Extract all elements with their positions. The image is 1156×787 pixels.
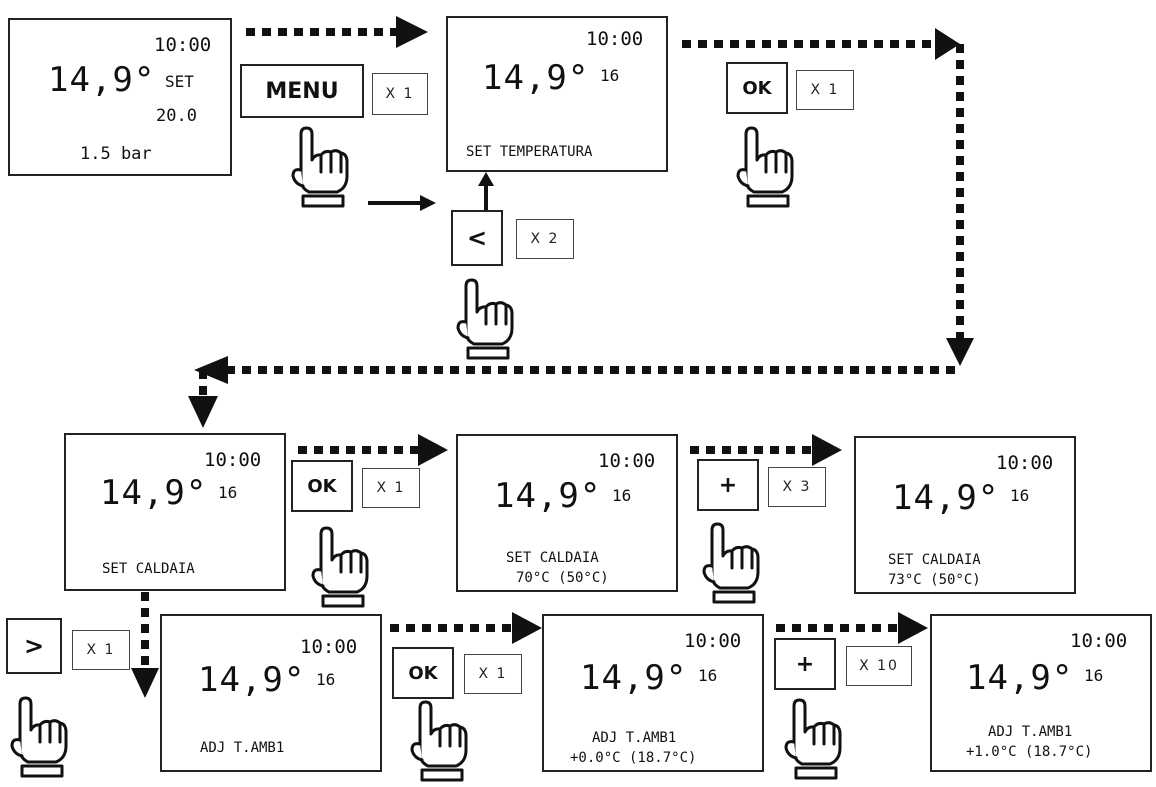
set-value: 16 (600, 66, 620, 85)
press-count: X 1 (372, 73, 428, 115)
clock-text: 10:00 (1070, 630, 1128, 652)
arrowhead-right (396, 16, 428, 48)
ok-button[interactable]: OK (726, 62, 788, 114)
caldaia-temperature-readout: 70°C (50°C) (516, 570, 609, 586)
display-screen-set-temperatura: 10:00 14,9° 16 SET TEMPERATURA (446, 16, 668, 172)
room-temperature: 14,9° (966, 658, 1074, 698)
set-value: 16 (1010, 486, 1030, 505)
mode-label: ADJ T.AMB1 (200, 740, 285, 756)
set-value: 16 (698, 666, 718, 685)
press-count: X 1 (362, 468, 420, 508)
arrowhead-up (478, 172, 494, 186)
left-arrow-button[interactable]: < (451, 210, 503, 266)
pointing-hand-icon (410, 700, 468, 782)
ok-button[interactable]: OK (291, 460, 353, 512)
press-count: X 1 (464, 654, 522, 694)
arrowhead-right (418, 434, 448, 466)
clock-text: 10:00 (154, 34, 212, 56)
pointing-hand-icon (311, 526, 369, 608)
set-label: SET (165, 72, 194, 91)
caldaia-temperature-readout: 73°C (50°C) (888, 572, 981, 588)
mode-label: SET CALDAIA (888, 552, 981, 568)
ok-button[interactable]: OK (392, 647, 454, 699)
room-temperature: 14,9° (100, 473, 208, 513)
mode-label: ADJ T.AMB1 (988, 724, 1073, 740)
press-count: X 1 (72, 630, 130, 670)
pointing-hand-icon (291, 126, 349, 208)
clock-text: 10:00 (300, 636, 358, 658)
arrowhead-right (512, 612, 542, 644)
plus-button[interactable]: + (774, 638, 836, 690)
display-screen-adj-tamb1-0: 10:00 14,9° 16 ADJ T.AMB1 +0.0°C (18.7°C… (542, 614, 764, 772)
room-temperature: 14,9° (48, 60, 156, 100)
room-temperature: 14,9° (892, 478, 1000, 518)
press-count: X 10 (846, 646, 912, 686)
room-temperature: 14,9° (482, 58, 590, 98)
set-value: 16 (316, 670, 336, 689)
mode-label: SET CALDAIA (506, 550, 599, 566)
arrowhead-right (898, 612, 928, 644)
clock-text: 10:00 (684, 630, 742, 652)
display-screen-adj-tamb1: 10:00 14,9° 16 ADJ T.AMB1 (160, 614, 382, 772)
plus-button[interactable]: + (697, 459, 759, 511)
clock-text: 10:00 (204, 449, 262, 471)
arrowhead-right (812, 434, 842, 466)
set-value: 16 (612, 486, 632, 505)
set-value: 16 (1084, 666, 1104, 685)
arrowhead-left (194, 356, 228, 384)
pointing-hand-icon (10, 696, 68, 778)
room-temperature: 14,9° (494, 476, 602, 516)
pointing-hand-icon (784, 698, 842, 780)
room-temperature: 14,9° (580, 658, 688, 698)
clock-text: 10:00 (586, 28, 644, 50)
pointing-hand-icon (702, 522, 760, 604)
arrowhead-down (946, 338, 974, 366)
arrowhead-right (935, 28, 960, 60)
press-count: X 3 (768, 467, 826, 507)
mode-label: SET CALDAIA (102, 561, 195, 577)
display-screen-set-caldaia-73: 10:00 14,9° 16 SET CALDAIA 73°C (50°C) (854, 436, 1076, 594)
mode-label: SET TEMPERATURA (466, 144, 593, 160)
arrowhead-right (420, 195, 436, 211)
display-screen-home: 10:00 14,9° SET 20.0 1.5 bar (8, 18, 232, 176)
clock-text: 10:00 (996, 452, 1054, 474)
clock-text: 10:00 (598, 450, 656, 472)
offset-readout: +0.0°C (18.7°C) (570, 750, 697, 766)
arrowhead-down (131, 668, 159, 698)
press-count: X 1 (796, 70, 854, 110)
display-screen-adj-tamb1-1: 10:00 14,9° 16 ADJ T.AMB1 +1.0°C (18.7°C… (930, 614, 1152, 772)
set-value: 16 (218, 483, 238, 502)
pressure-readout: 1.5 bar (80, 144, 152, 164)
arrowhead-down (188, 396, 218, 428)
display-screen-set-caldaia-70: 10:00 14,9° 16 SET CALDAIA 70°C (50°C) (456, 434, 678, 592)
mode-label: ADJ T.AMB1 (592, 730, 677, 746)
display-screen-set-caldaia: 10:00 14,9° 16 SET CALDAIA (64, 433, 286, 591)
press-count: X 2 (516, 219, 574, 259)
menu-button[interactable]: MENU (240, 64, 364, 118)
pointing-hand-icon (456, 278, 514, 360)
room-temperature: 14,9° (198, 660, 306, 700)
offset-readout: +1.0°C (18.7°C) (966, 744, 1093, 760)
set-value: 20.0 (156, 106, 197, 126)
pointing-hand-icon (736, 126, 794, 208)
right-arrow-button[interactable]: > (6, 618, 62, 674)
